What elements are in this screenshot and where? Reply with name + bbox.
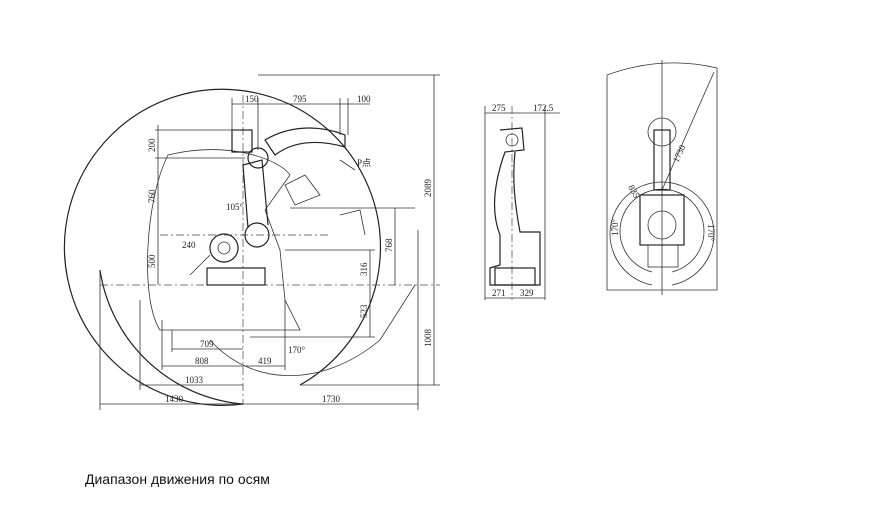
dim-500: 500 [147,254,157,268]
inner-reach-boundary [147,149,301,331]
dim-100: 100 [357,94,371,104]
angle-240: 240 [182,240,196,250]
dim-523: 523 [359,304,369,318]
dim-709: 709 [200,339,214,349]
dim-1730: 1730 [322,394,341,404]
dim-275: 275 [492,103,506,113]
front-view: 275 172.5 271 329 [484,103,560,300]
dimension-lines [99,74,440,410]
angle-105: 105° [226,202,244,212]
dim-1033: 1033 [185,375,204,385]
figure-caption: Диапазон движения по осям [85,471,270,487]
side-view: 150 795 100 200 760 500 768 316 523 2089… [63,74,440,410]
dim-2089: 2089 [423,179,433,198]
robot-side [189,127,366,286]
radius-label-1: 1730 [671,143,688,164]
dim-419: 419 [258,356,272,366]
dim-1008: 1008 [423,329,433,348]
dim-200: 200 [147,138,157,152]
point-p-label: P点 [357,158,371,168]
dim-760: 760 [147,189,157,203]
outer-reach-arc-lower [99,269,244,405]
dim-808: 808 [195,356,209,366]
dim-768: 768 [384,238,394,252]
dim-316: 316 [359,262,369,276]
angle-right-170: 170° [706,224,716,242]
outer-reach-arc [63,88,382,406]
dim-795: 795 [293,94,307,104]
lower-reach-arc [209,284,416,376]
dim-172-5: 172.5 [533,103,554,113]
dim-1430: 1430 [165,394,184,404]
dim-271: 271 [492,288,506,298]
angle-170: 170° [288,345,306,355]
dim-150: 150 [245,94,259,104]
top-view: 170° 170° 1730 835 [606,60,718,295]
angle-left-170: 170° [610,219,620,237]
dim-329: 329 [520,288,534,298]
